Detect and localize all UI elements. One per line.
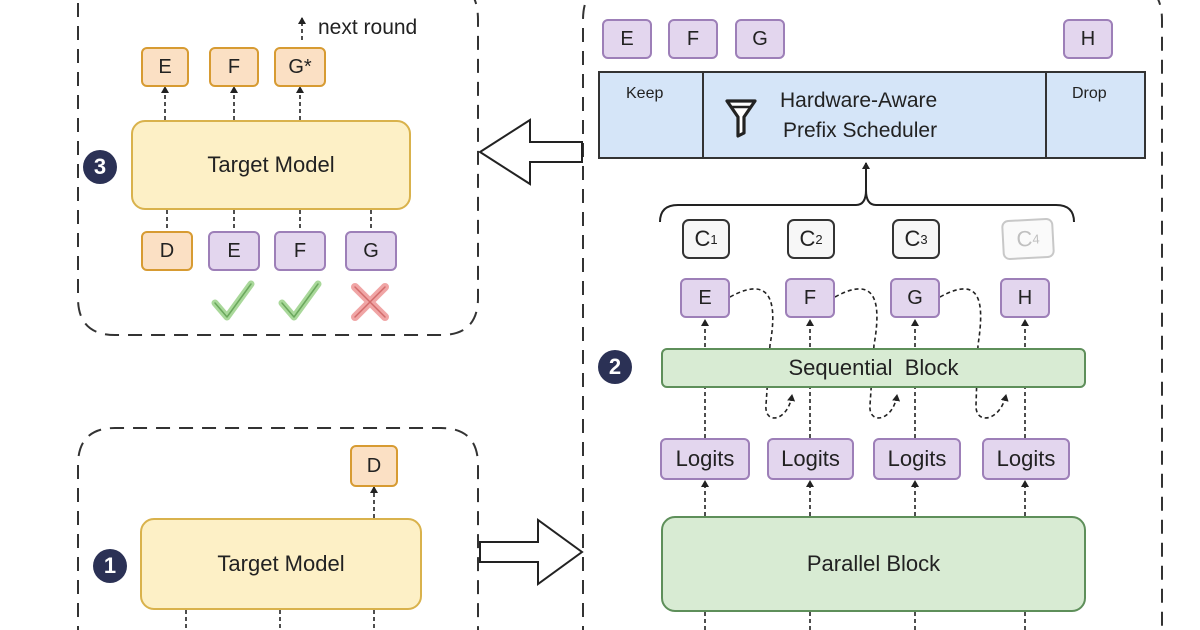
- input-token-d: D: [141, 231, 193, 271]
- scheduler-divider-right: [1045, 73, 1047, 157]
- kept-token-g: G: [735, 19, 785, 59]
- drop-label: Drop: [1072, 85, 1107, 102]
- draft-output-token-d: D: [350, 445, 398, 487]
- panel2-border: [582, 0, 1163, 630]
- next-round-label: next round: [318, 16, 418, 39]
- draft-token-h: H: [1000, 278, 1050, 318]
- draft-token-e: E: [680, 278, 730, 318]
- target-model-draft: Target Model: [140, 518, 422, 610]
- panel3-border: [77, 0, 479, 336]
- input-token-g: G: [345, 231, 397, 271]
- panel1-border: [77, 427, 479, 630]
- scheduler-divider-left: [702, 73, 704, 157]
- scheduler-title-line1: Hardware-Aware: [780, 89, 938, 112]
- logits-2: Logits: [767, 438, 854, 480]
- logits-3: Logits: [873, 438, 961, 480]
- cross-icon: [351, 283, 389, 321]
- keep-label: Keep: [626, 85, 664, 102]
- dropped-token-h: H: [1063, 19, 1113, 59]
- input-token-e: E: [208, 231, 260, 271]
- output-token-g-star: G*: [274, 47, 326, 87]
- output-token-f: F: [209, 47, 259, 87]
- check-icon: [211, 280, 255, 321]
- step-badge-1: 1: [93, 549, 127, 583]
- filter-icon: [725, 99, 757, 138]
- draft-token-g: G: [890, 278, 940, 318]
- prefix-scheduler: Keep Drop Hardware-Aware Prefix Schedule…: [598, 71, 1146, 159]
- logits-4: Logits: [982, 438, 1070, 480]
- check-icon: [278, 280, 322, 321]
- target-model-verify: Target Model: [131, 120, 411, 210]
- input-token-f: F: [274, 231, 326, 271]
- scheduler-title-line2: Prefix Scheduler: [783, 119, 938, 142]
- output-token-e: E: [141, 47, 189, 87]
- kept-token-e: E: [602, 19, 652, 59]
- kept-token-f: F: [668, 19, 718, 59]
- hollow-arrow-to-panel2: [479, 518, 584, 586]
- step-badge-2: 2: [598, 350, 632, 384]
- sequential-block: Sequential Block: [661, 348, 1086, 388]
- hollow-arrow-to-panel3: [478, 118, 583, 186]
- candidate-brace: [659, 189, 1075, 223]
- parallel-block: Parallel Block: [661, 516, 1086, 612]
- step-badge-3: 3: [83, 150, 117, 184]
- draft-token-f: F: [785, 278, 835, 318]
- logits-1: Logits: [660, 438, 750, 480]
